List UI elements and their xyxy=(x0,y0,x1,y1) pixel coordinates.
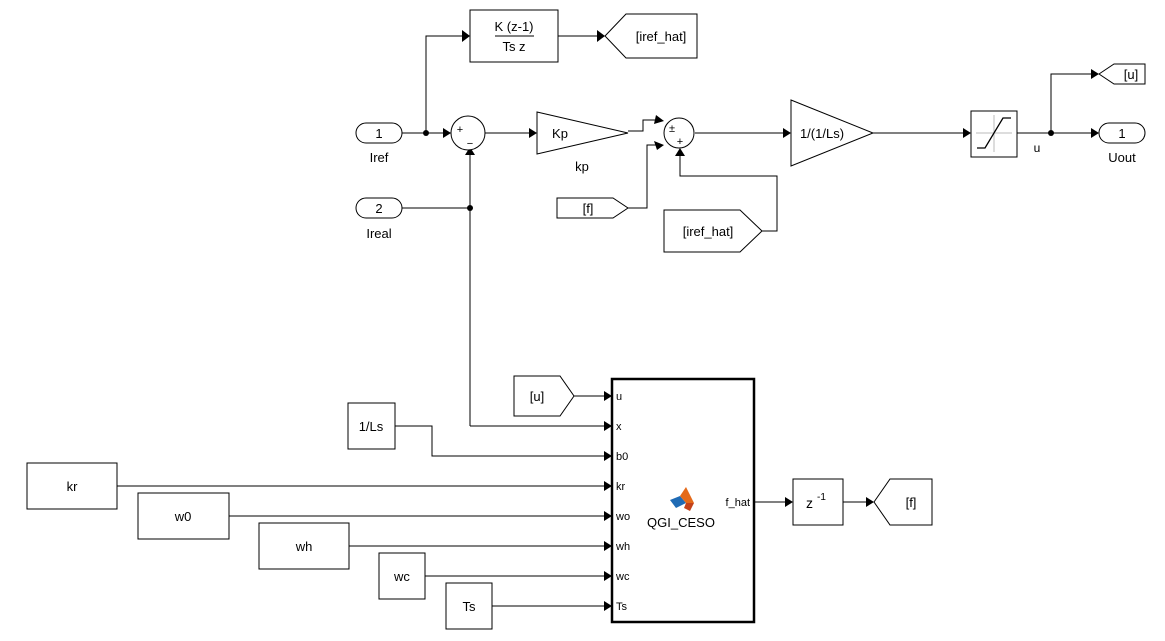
saturation-icon xyxy=(977,117,1011,149)
wire-irefhat-to-sum2 xyxy=(679,156,778,232)
sum1-sign-bottom: − xyxy=(467,138,473,150)
gain-plant-value: 1/(1/Ls) xyxy=(800,126,844,141)
qgi-input-port-7: Ts xyxy=(616,601,628,613)
from-iref-hat[interactable]: [iref_hat] xyxy=(663,209,763,253)
outport-uout-number: 1 xyxy=(1118,126,1125,141)
sum1-sign-top: + xyxy=(457,124,463,136)
wire-arrowheads xyxy=(443,30,1099,611)
constant-one-over-ls[interactable]: 1/Ls xyxy=(347,402,396,450)
qgi-input-port-4: wo xyxy=(615,511,630,523)
from-f[interactable]: [f] xyxy=(556,197,629,219)
qgi-input-port-3: kr xyxy=(616,481,626,493)
from-iref-hat-label: [iref_hat] xyxy=(683,224,734,239)
wire-iref-to-tf xyxy=(425,35,462,133)
sum2-sign-bottom: + xyxy=(677,136,683,148)
goto-iref-hat[interactable]: [iref_hat] xyxy=(604,13,698,59)
sum2-sign-top: ± xyxy=(669,123,675,135)
outport-uout-label: Uout xyxy=(1108,150,1136,165)
unit-delay-base: z xyxy=(806,495,813,511)
gain-kp-block[interactable]: Kp kp xyxy=(536,111,629,174)
signal-u-label: u xyxy=(1034,141,1041,155)
inport-iref-number: 1 xyxy=(375,126,382,141)
constant-ts[interactable]: Ts xyxy=(445,582,493,630)
qgi-input-port-5: wh xyxy=(615,541,630,553)
junction-iref xyxy=(423,130,429,136)
wire-kp-to-sum2 xyxy=(628,119,659,132)
qgi-input-port-2: b0 xyxy=(616,451,628,463)
gain-kp-value: Kp xyxy=(552,126,568,141)
constant-w0[interactable]: w0 xyxy=(137,492,230,540)
matlab-logo-icon xyxy=(670,487,694,511)
constant-wc-value: wc xyxy=(393,569,410,584)
inport-iref[interactable]: 1 Iref xyxy=(355,122,403,165)
wire-sat-to-goto-u xyxy=(1050,73,1091,133)
constant-kr[interactable]: kr xyxy=(26,462,118,510)
goto-u[interactable]: [u] xyxy=(1098,63,1146,85)
tf-numerator: K (z-1) xyxy=(495,19,534,34)
from-u[interactable]: [u] xyxy=(513,375,575,417)
outport-uout[interactable]: 1 Uout xyxy=(1098,122,1146,165)
inport-ireal[interactable]: 2 Ireal xyxy=(355,197,403,241)
sum-block-1[interactable]: + − xyxy=(450,115,486,151)
gain-kp-label: kp xyxy=(575,159,589,174)
goto-u-label: [u] xyxy=(1124,67,1138,82)
qgi-input-port-0: u xyxy=(616,391,622,403)
qgi-ceso-block[interactable]: u x b0 kr wo wh wc Ts f_hat QGI_CESO xyxy=(610,377,756,624)
saturation-block[interactable] xyxy=(970,110,1018,158)
constant-one-over-ls-value: 1/Ls xyxy=(359,419,384,434)
constant-w0-value: w0 xyxy=(174,509,192,524)
inport-ireal-number: 2 xyxy=(375,201,382,216)
unit-delay-block[interactable]: z -1 xyxy=(792,478,844,526)
qgi-block-name: QGI_CESO xyxy=(647,515,715,530)
constant-wh-value: wh xyxy=(295,539,313,554)
wire-f-to-sum2 xyxy=(628,144,659,209)
goto-f[interactable]: [f] xyxy=(873,478,933,526)
discrete-transfer-fcn-block[interactable]: K (z-1) Ts z xyxy=(469,9,559,63)
unit-delay-exponent: -1 xyxy=(817,492,826,503)
sum-block-2[interactable]: ± + xyxy=(663,117,695,149)
qgi-output-port: f_hat xyxy=(726,497,750,509)
from-u-label: [u] xyxy=(530,389,544,404)
goto-iref-hat-label: [iref_hat] xyxy=(636,29,687,44)
junction-u xyxy=(1048,130,1054,136)
qgi-input-port-1: x xyxy=(616,421,622,433)
constant-ts-value: Ts xyxy=(463,599,477,614)
constant-kr-value: kr xyxy=(67,479,79,494)
qgi-input-port-6: wc xyxy=(615,571,630,583)
tf-denominator: Ts z xyxy=(502,39,525,54)
inport-iref-label: Iref xyxy=(370,150,389,165)
constant-wh[interactable]: wh xyxy=(258,522,350,570)
inport-ireal-label: Ireal xyxy=(366,226,391,241)
wire-ls-to-b0 xyxy=(395,425,604,457)
from-f-label: [f] xyxy=(583,201,594,216)
gain-plant-block[interactable]: 1/(1/Ls) xyxy=(790,99,875,167)
goto-f-label: [f] xyxy=(906,495,917,510)
junction-ireal xyxy=(467,205,473,211)
constant-wc[interactable]: wc xyxy=(378,552,426,600)
